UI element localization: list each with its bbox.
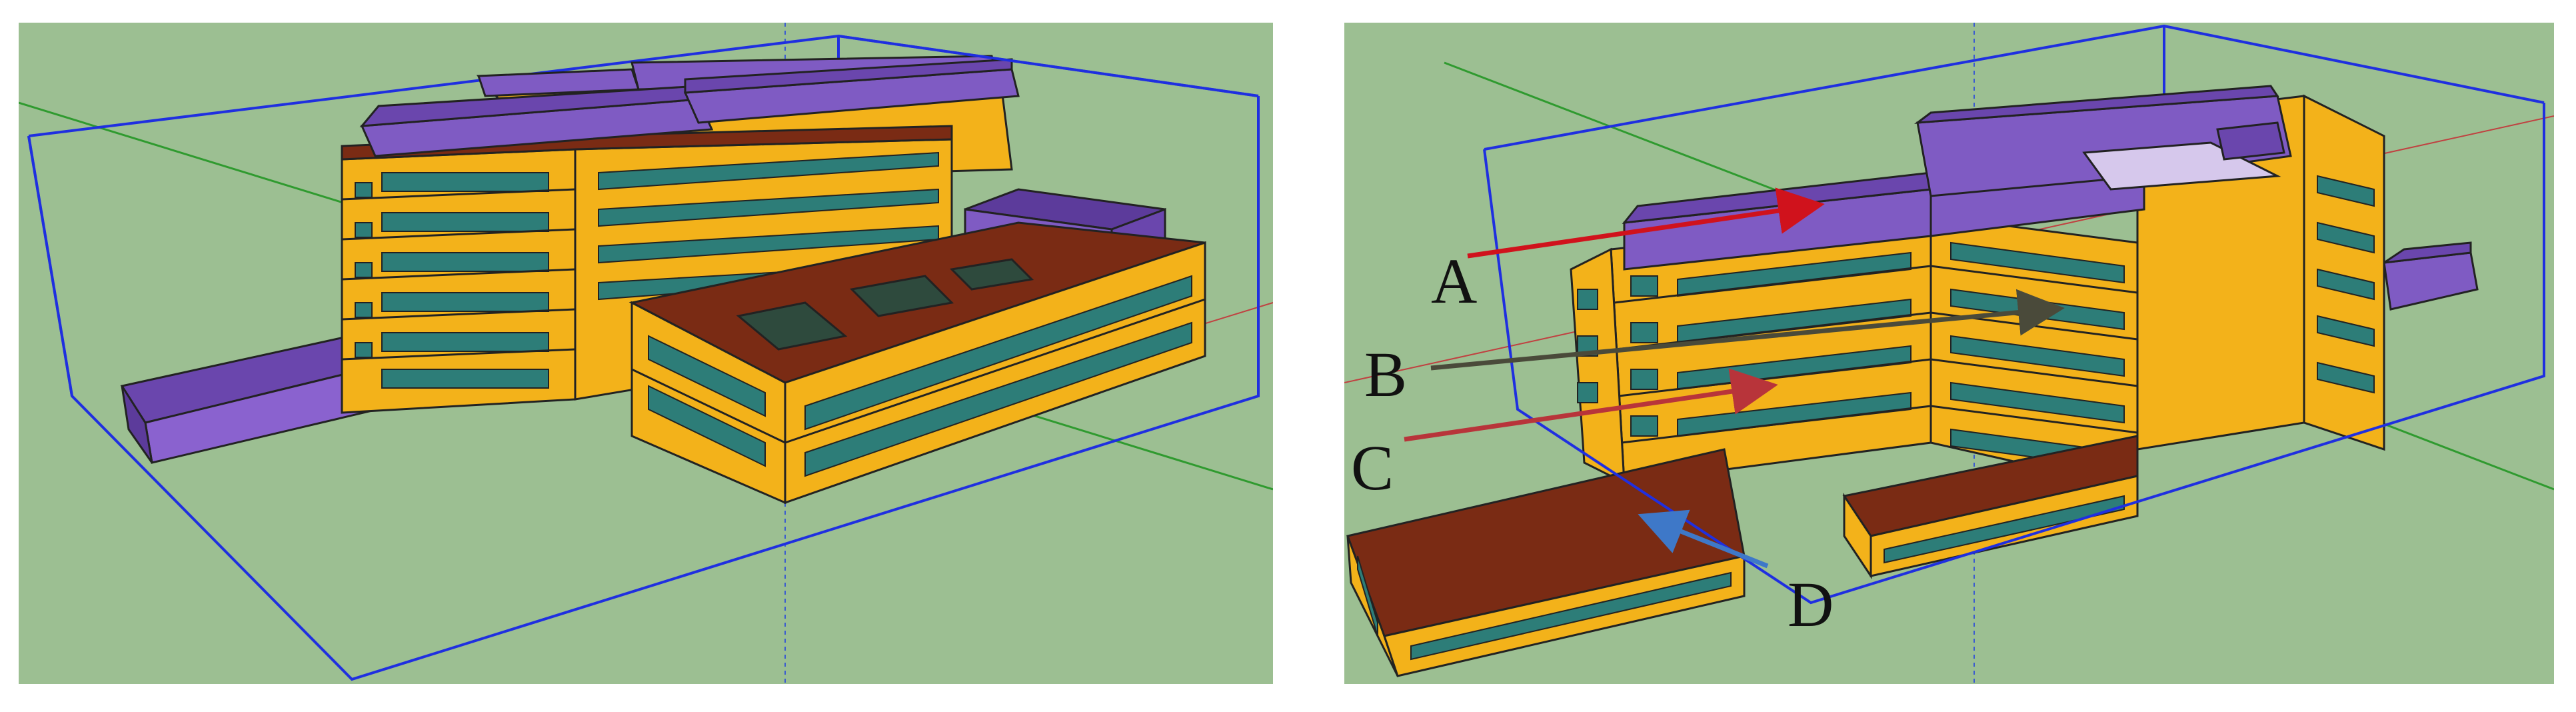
left-building-model xyxy=(19,23,1273,684)
arrow-a xyxy=(1467,187,1825,259)
windows-podium xyxy=(648,275,1192,477)
label-b: B xyxy=(1364,339,1407,410)
label-d: D xyxy=(1788,569,1834,640)
purple-wing-right xyxy=(2383,241,2479,311)
label-a: A xyxy=(1431,245,1477,317)
arrow-b xyxy=(1430,289,2065,371)
right-3d-view: A B C D xyxy=(1344,23,2554,684)
windows-podium-left xyxy=(1357,555,1732,661)
podium-left xyxy=(1346,448,1746,677)
bounding-box-front xyxy=(1483,103,2545,605)
floor-lines-podium xyxy=(631,298,1206,444)
arrow-d xyxy=(1638,509,1769,569)
windows-tower-left xyxy=(355,172,549,389)
label-c: C xyxy=(1351,432,1394,503)
windows-back-right xyxy=(2317,175,2375,394)
arrow-c xyxy=(1404,368,1778,442)
windows-main-front xyxy=(1577,251,1912,437)
left-3d-view xyxy=(19,23,1273,684)
purple-wing-left xyxy=(120,331,394,464)
bounding-box-front xyxy=(27,35,1260,681)
right-building-model: A B C D xyxy=(1344,23,2554,684)
main-purple-roof xyxy=(1622,85,2292,271)
tower-purple-roof xyxy=(359,58,1020,157)
floor-lines-tower xyxy=(341,188,576,361)
windows-podium-right xyxy=(1884,495,2125,564)
